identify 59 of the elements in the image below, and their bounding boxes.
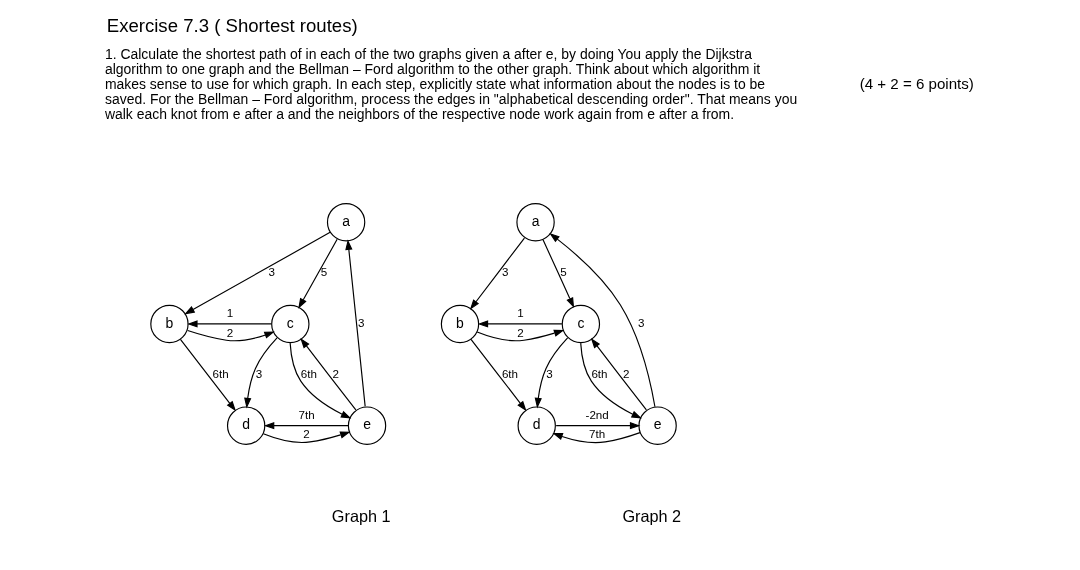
arrow xyxy=(548,233,656,408)
edge-label: 6th xyxy=(501,366,518,380)
node-circle: d xyxy=(226,406,265,445)
node-circle: b xyxy=(149,304,189,344)
arrow xyxy=(263,422,349,430)
edge-label: 6th xyxy=(212,366,229,380)
edge-label: 2 xyxy=(226,325,233,339)
node-circle: d xyxy=(517,406,556,445)
label: (4 + 2 = 6 points) xyxy=(859,75,974,93)
arrow xyxy=(186,329,275,342)
edge-label: 7th xyxy=(588,427,605,441)
arrow xyxy=(469,338,527,412)
arrow xyxy=(476,329,564,342)
arrow xyxy=(469,237,525,310)
edge-label: 1 xyxy=(516,305,524,319)
edge-label: 5 xyxy=(320,264,327,278)
label: Graph 2 xyxy=(621,507,681,526)
arrow xyxy=(579,342,642,419)
arrow xyxy=(344,239,366,407)
edge-label: 2 xyxy=(331,366,339,380)
label: 1. Calculate the shortest path of in each of the two graphs given a after e, by doing You apply the Dijkstra algorithm to one graph and the Bellman – Ford algorithm to the other graph. Think about which algorithm it makes sense to use for which graph. In each step, explicitly state what information about the nodes is to be saved. For the Bellman – Ford algorithm, process the edges in "alphabetical descending order". That means you walk each knot from e after a and the neighbors of the respective node work again from e after a from. xyxy=(104,45,797,123)
edge-label: 3 xyxy=(255,366,262,380)
edge-label: -2nd xyxy=(585,407,609,421)
node-circle: b xyxy=(440,304,479,344)
arrow xyxy=(243,337,278,409)
arrow xyxy=(299,337,356,411)
edge-label: 3 xyxy=(357,315,364,329)
edge-label: 2 xyxy=(302,427,310,441)
edge-label: 3 xyxy=(637,315,645,329)
node-circle: e xyxy=(637,406,677,445)
node-circle: a xyxy=(326,203,365,242)
edge-label: 3 xyxy=(268,264,275,278)
arrow xyxy=(534,337,568,409)
label: Graph 1 xyxy=(331,507,391,526)
node-circle: a xyxy=(515,203,555,242)
edge-label: 3 xyxy=(501,264,509,278)
arrow xyxy=(590,337,647,411)
edge-label: 5 xyxy=(559,264,567,278)
arrow xyxy=(541,239,574,308)
arrow xyxy=(555,422,640,430)
arrow xyxy=(262,431,351,444)
diagram-title: Exercise 7.3 ( Shortest routes) xyxy=(106,15,358,37)
node-circle: c xyxy=(270,304,310,344)
arrow xyxy=(297,238,338,309)
arrow xyxy=(551,432,641,444)
edge-label: 2 xyxy=(516,325,524,339)
node-circle: e xyxy=(347,406,386,445)
arrow xyxy=(183,231,331,315)
arrow xyxy=(477,320,562,328)
node-circle: c xyxy=(561,304,600,344)
edge-label: 2 xyxy=(622,366,629,380)
arrow xyxy=(289,342,351,419)
arrow xyxy=(186,320,272,328)
edge-label: 1 xyxy=(226,305,233,319)
edge-label: 6th xyxy=(300,366,317,380)
arrow xyxy=(179,338,236,412)
edge-label: 3 xyxy=(545,366,553,380)
edge-label: 7th xyxy=(298,407,315,421)
edge-label: 6th xyxy=(590,366,608,380)
